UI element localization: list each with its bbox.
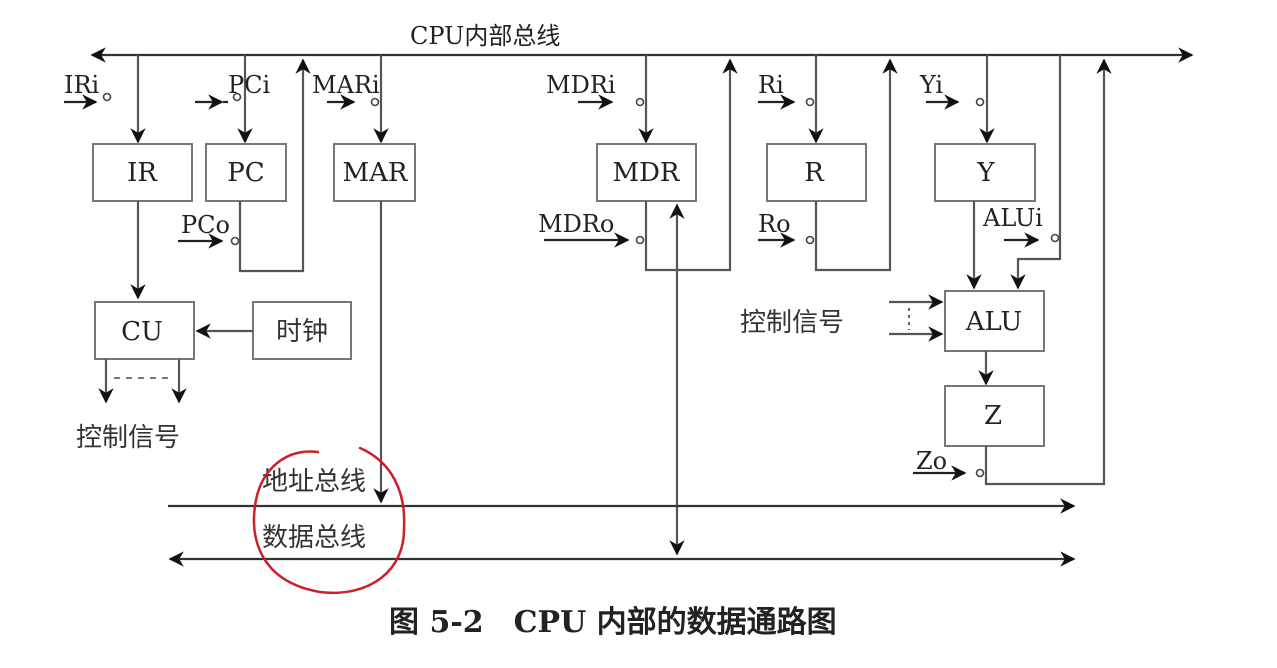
y-label: Y — [976, 158, 995, 188]
internal-bus-label: CPU内部总线 — [410, 22, 560, 50]
alui-bus-branch — [1010, 55, 1062, 290]
mar-register — [333, 143, 416, 202]
mdri-signal-label: MDRi — [546, 71, 616, 99]
mari-signal-label: MARi — [312, 71, 380, 99]
cu-unit — [94, 301, 195, 360]
alu-unit — [944, 290, 1045, 352]
zo-signal-label: Zo — [916, 447, 947, 475]
yi-signal-label: Yi — [919, 71, 943, 99]
ri-gate — [805, 97, 815, 107]
figure-caption: 图 5-2 CPU 内部的数据通路图 — [389, 605, 837, 640]
mdr-label: MDR — [612, 158, 680, 188]
iri-signal-label: IRi — [64, 71, 100, 99]
iri-gate — [102, 92, 112, 102]
alu-control-signal-label: 控制信号 — [740, 308, 844, 338]
z-register — [944, 385, 1045, 447]
pc-register — [205, 143, 287, 202]
clock-label: 时钟 — [276, 317, 328, 347]
clock-unit — [252, 301, 352, 360]
pco-gate — [230, 236, 240, 246]
cu-control-signal-label: 控制信号 — [76, 423, 180, 453]
address-bus-label: 地址总线 — [262, 467, 366, 497]
mari-gate — [370, 97, 380, 107]
ro-gate — [805, 235, 815, 245]
mdr-register — [596, 143, 697, 202]
z-out-wire — [984, 58, 1112, 486]
pc-label: PC — [227, 158, 264, 188]
alui-gate — [1050, 233, 1060, 243]
zo-gate — [975, 468, 985, 478]
alui-signal-label: ALUi — [982, 204, 1043, 232]
pco-signal-label: PCo — [181, 211, 230, 239]
cu-label: CU — [121, 317, 163, 347]
ir-register — [92, 143, 193, 202]
mdr-out-wire — [644, 58, 738, 272]
data-bus-label: 数据总线 — [262, 523, 366, 553]
mdri-gate — [635, 97, 645, 107]
alu-label: ALU — [965, 307, 1023, 337]
ri-signal-label: Ri — [758, 71, 784, 99]
annotation-circle — [252, 446, 406, 595]
r-label: R — [804, 158, 825, 188]
r-out-wire — [814, 58, 898, 272]
yi-gate — [975, 97, 985, 107]
r-register — [766, 143, 867, 202]
y-register — [934, 143, 1036, 202]
pc-out-wire — [238, 58, 311, 273]
ir-label: IR — [127, 158, 158, 188]
z-label: Z — [984, 401, 1002, 431]
pci-gate — [232, 92, 242, 102]
mar-label: MAR — [343, 158, 409, 188]
mdro-gate — [635, 235, 645, 245]
ro-signal-label: Ro — [758, 210, 791, 238]
mdro-signal-label: MDRo — [538, 210, 614, 238]
